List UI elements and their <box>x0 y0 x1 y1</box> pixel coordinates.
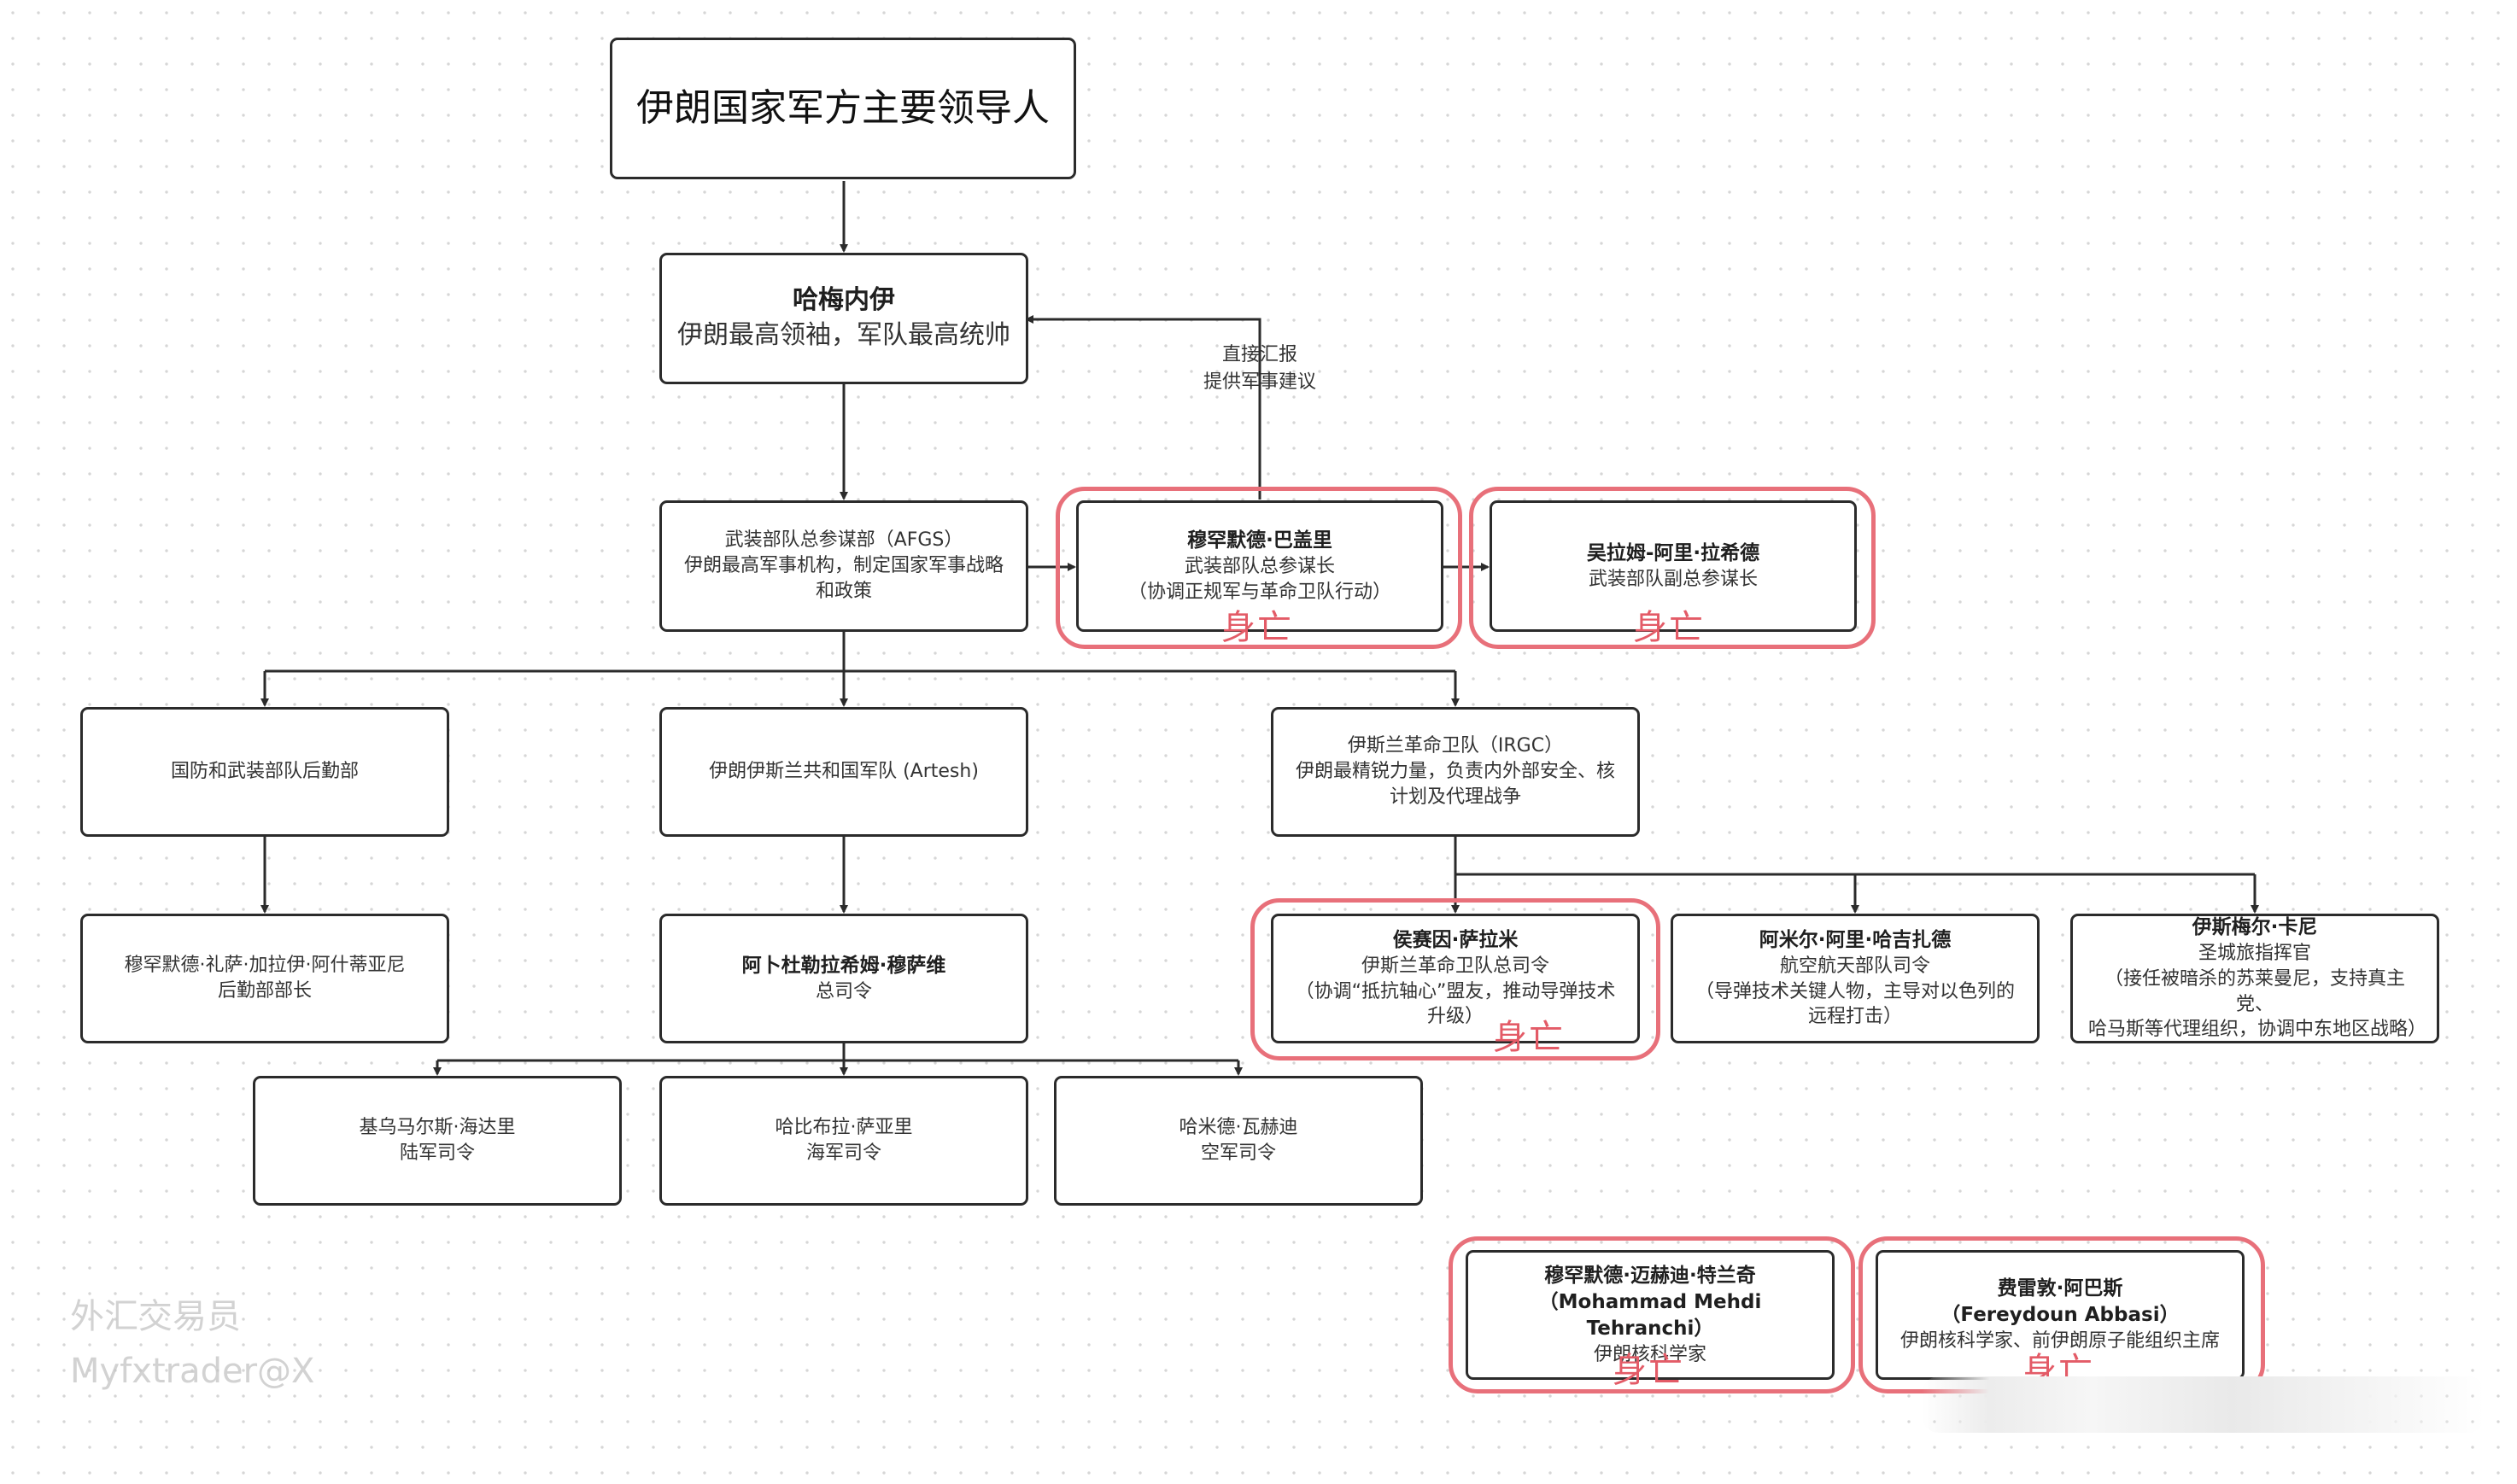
node-bagheri: 穆罕默德·巴盖里 武装部队总参谋长 （协调正规军与革命卫队行动） <box>1076 500 1443 632</box>
node-tehranchi: 穆罕默德·迈赫迪·特兰奇 （Mohammad Mehdi Tehranchi） … <box>1466 1250 1835 1380</box>
mousavi-role: 总司令 <box>815 980 872 1002</box>
highlight-ring-rashid <box>1469 487 1876 649</box>
node-modafl: 国防和武装部队后勤部 <box>80 707 449 837</box>
watermark-line1: 外汇交易员 <box>70 1297 241 1336</box>
node-afgs: 武装部队总参谋部（AFGS） 伊朗最高军事机构，制定国家军事战略 和政策 <box>659 500 1028 632</box>
hajizadeh-name: 阿米尔·阿里·哈吉扎德 <box>1759 928 1952 951</box>
rashid-deceased-mark: 身亡 <box>1633 608 1705 647</box>
node-mousavi: 阿卜杜勒拉希姆·穆萨维 总司令 <box>659 914 1028 1043</box>
salami-note-line1: （协调“抵抗轴心”盟友，推动导弹技术 <box>1295 980 1616 1002</box>
salami-name: 侯赛因·萨拉米 <box>1392 928 1519 951</box>
modafl-label: 国防和武装部队后勤部 <box>170 761 359 783</box>
tehranchi-role: 伊朗核科学家 <box>1593 1343 1706 1365</box>
salami-role: 伊斯兰革命卫队总司令 <box>1361 955 1549 977</box>
irgc-line2: 伊朗最精锐力量，负责内外部安全、核 <box>1295 761 1615 783</box>
heidari-name: 基乌马尔斯·海达里 <box>359 1117 516 1139</box>
rashid-role: 武装部队副总参谋长 <box>1588 568 1758 590</box>
irgc-line1: 伊斯兰革命卫队（IRGC） <box>1347 735 1564 757</box>
node-salami: 侯赛因·萨拉米 伊斯兰革命卫队总司令 （协调“抵抗轴心”盟友，推动导弹技术 升级… <box>1271 914 1640 1043</box>
mousavi-name: 阿卜杜勒拉希姆·穆萨维 <box>741 954 946 977</box>
highlight-ring-salami <box>1250 898 1660 1060</box>
bagheri-name: 穆罕默德·巴盖里 <box>1187 529 1332 552</box>
tehranchi-deceased-mark: 身亡 <box>1613 1351 1684 1390</box>
qaani-name: 伊斯梅尔·卡尼 <box>2192 916 2318 939</box>
node-khamenei: 哈梅内伊 伊朗最高领袖，军队最高统帅 <box>659 253 1028 384</box>
watermark: 外汇交易员 Myfxtrader@X <box>70 1289 314 1399</box>
ashtiani-role: 后勤部部长 <box>217 980 312 1002</box>
edge-label: 直接汇报 提供军事建议 <box>1174 342 1345 396</box>
afgs-line3: 和政策 <box>815 580 872 602</box>
bagheri-note: （协调正规军与革命卫队行动） <box>1127 581 1391 603</box>
abbasi-name: 费雷敦·阿巴斯 <box>1997 1277 2123 1300</box>
edge-label-line2: 提供军事建议 <box>1203 371 1316 393</box>
heidari-role: 陆军司令 <box>399 1142 475 1164</box>
qaani-note-line2: 哈马斯等代理组织，协调中东地区战略） <box>2088 1019 2427 1041</box>
qaani-note-line1: （接任被暗杀的苏莱曼尼，支持真主党、 <box>2104 967 2405 1015</box>
tehranchi-name-en: （Mohammad Mehdi Tehranchi） <box>1538 1290 1762 1340</box>
watermark-line2: Myfxtrader@X <box>70 1352 315 1391</box>
highlight-ring-tehranchi <box>1449 1236 1855 1393</box>
node-qaani: 伊斯梅尔·卡尼 圣城旅指挥官 （接任被暗杀的苏莱曼尼，支持真主党、 哈马斯等代理… <box>2070 914 2439 1043</box>
hajizadeh-note-line1: （导弹技术关键人物，主导对以色列的 <box>1695 980 2015 1002</box>
bagheri-role: 武装部队总参谋长 <box>1184 555 1335 577</box>
edge-label-line1: 直接汇报 <box>1221 344 1297 365</box>
khamenei-name: 哈梅内伊 <box>793 284 895 315</box>
ashtiani-name: 穆罕默德·礼萨·加拉伊·阿什蒂亚尼 <box>124 955 406 977</box>
sayyari-name: 哈比布拉·萨亚里 <box>775 1117 913 1139</box>
irgc-line3: 计划及代理战争 <box>1389 786 1521 808</box>
highlight-ring-bagheri <box>1056 487 1462 649</box>
node-rashid: 吴拉姆-阿里·拉希德 武装部队副总参谋长 <box>1490 500 1857 632</box>
qaani-role: 圣城旅指挥官 <box>2198 943 2311 965</box>
node-artesh: 伊朗伊斯兰共和国军队 (Artesh) <box>659 707 1028 837</box>
tehranchi-name: 穆罕默德·迈赫迪·特兰奇 <box>1544 1264 1756 1287</box>
node-heidari: 基乌马尔斯·海达里 陆军司令 <box>253 1076 622 1206</box>
diagram-title-node: 伊朗国家军方主要领导人 <box>610 38 1076 179</box>
node-vahedi: 哈米德·瓦赫迪 空军司令 <box>1054 1076 1423 1206</box>
node-irgc: 伊斯兰革命卫队（IRGC） 伊朗最精锐力量，负责内外部安全、核 计划及代理战争 <box>1271 707 1640 837</box>
salami-deceased-mark: 身亡 <box>1493 1018 1565 1057</box>
bagheri-deceased-mark: 身亡 <box>1221 608 1293 647</box>
sayyari-role: 海军司令 <box>805 1142 881 1164</box>
blurred-overlay <box>1922 1376 2485 1433</box>
salami-note-line2: 升级） <box>1426 1006 1484 1028</box>
artesh-label: 伊朗伊斯兰共和国军队 (Artesh) <box>709 761 979 783</box>
afgs-line2: 伊朗最高军事机构，制定国家军事战略 <box>683 555 1004 577</box>
vahedi-role: 空军司令 <box>1200 1142 1276 1164</box>
afgs-line1: 武装部队总参谋部（AFGS） <box>724 529 963 552</box>
edge-bagheri-report <box>1025 315 1261 500</box>
hajizadeh-role: 航空航天部队司令 <box>1779 955 1930 977</box>
node-hajizadeh: 阿米尔·阿里·哈吉扎德 航空航天部队司令 （导弹技术关键人物，主导对以色列的 远… <box>1671 914 2040 1043</box>
abbasi-role: 伊朗核科学家、前伊朗原子能组织主席 <box>1899 1330 2220 1353</box>
rashid-name: 吴拉姆-阿里·拉希德 <box>1586 541 1760 564</box>
hajizadeh-note-line2: 远程打击） <box>1807 1006 1902 1028</box>
diagram-title: 伊朗国家军方主要领导人 <box>636 86 1050 131</box>
vahedi-name: 哈米德·瓦赫迪 <box>1179 1117 1298 1139</box>
khamenei-desc: 伊朗最高领袖，军队最高统帅 <box>677 320 1010 351</box>
abbasi-name-en: （Fereydoun Abbasi） <box>1940 1304 2180 1327</box>
node-ashtiani: 穆罕默德·礼萨·加拉伊·阿什蒂亚尼 后勤部部长 <box>80 914 449 1043</box>
node-sayyari: 哈比布拉·萨亚里 海军司令 <box>659 1076 1028 1206</box>
